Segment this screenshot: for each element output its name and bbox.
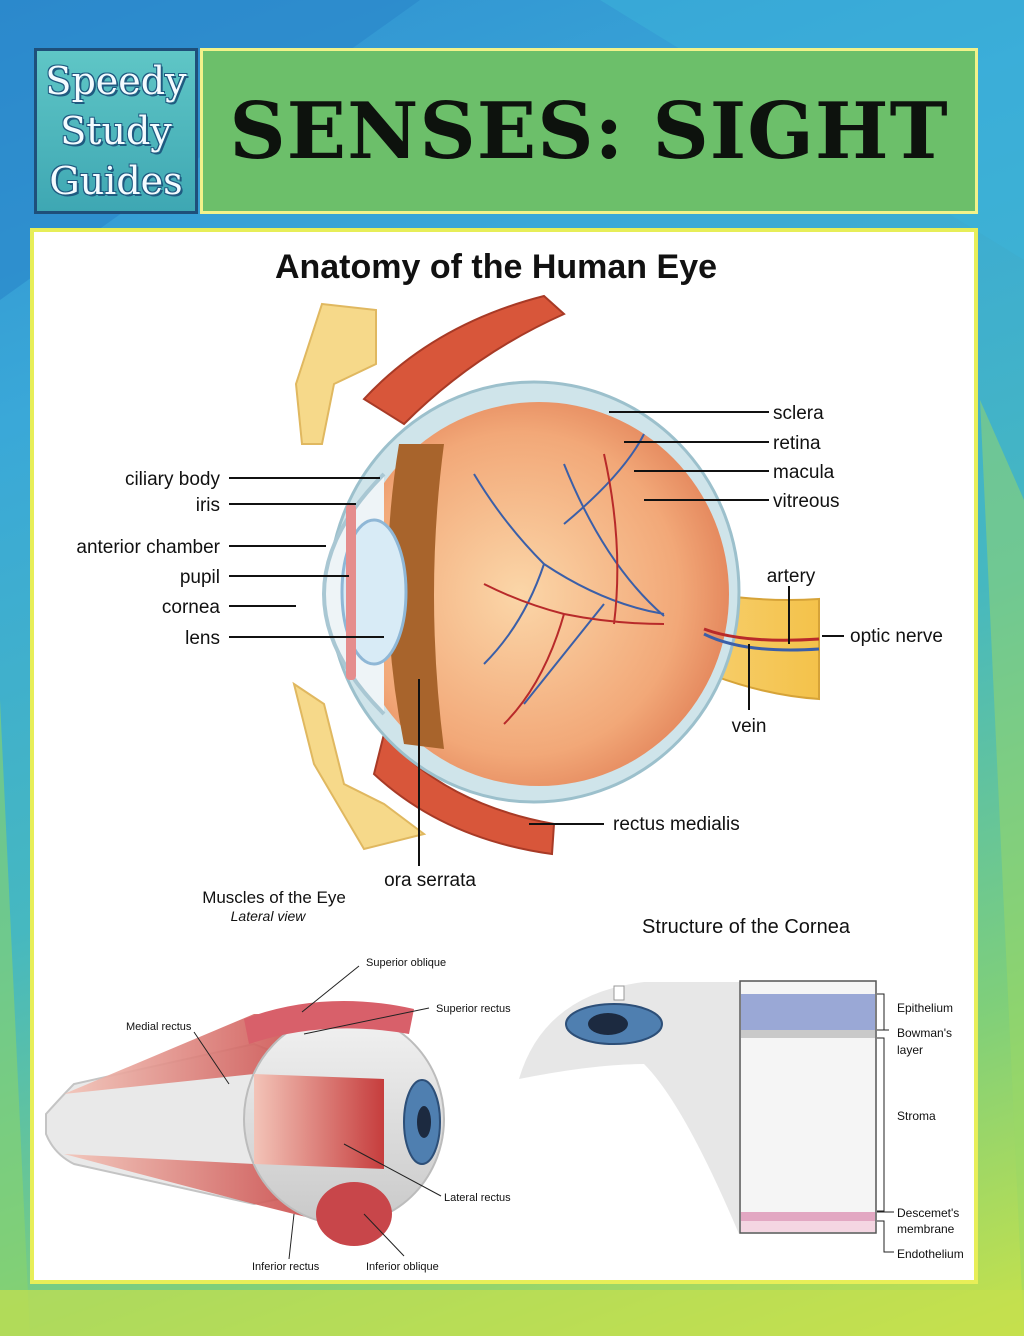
brand-line-3: Guides <box>49 159 183 203</box>
label-vitreous: vitreous <box>773 491 840 512</box>
eye-labels: ciliary body iris anterior chamber pupil… <box>76 403 943 891</box>
label-superior-oblique: Superior oblique <box>366 957 446 969</box>
muscle-labels: Superior oblique Superior rectus Medial … <box>126 957 511 1273</box>
label-bowmans-layer-line2: layer <box>897 1043 923 1057</box>
eye-muscles-illustration <box>45 1001 445 1246</box>
brand-line-1: Speedy <box>45 59 187 103</box>
cover-title: SENSES: SIGHT <box>229 85 949 177</box>
label-iris: iris <box>196 495 220 516</box>
content-panel: Anatomy of the Human Eye <box>30 228 978 1284</box>
label-macula: macula <box>773 462 835 483</box>
eye-cross-section <box>292 294 820 856</box>
label-stroma: Stroma <box>897 1109 936 1123</box>
muscles-title: Muscles of the Eye <box>202 888 346 907</box>
label-sclera: sclera <box>773 403 824 424</box>
label-lateral-rectus: Lateral rectus <box>444 1192 511 1204</box>
label-inferior-rectus: Inferior rectus <box>252 1261 320 1273</box>
cornea-title: Structure of the Cornea <box>642 916 851 938</box>
label-medial-rectus: Medial rectus <box>126 1021 192 1033</box>
label-rectus-medialis: rectus medialis <box>613 814 740 835</box>
brand-line-2: Study <box>60 109 172 153</box>
label-cornea: cornea <box>162 597 221 618</box>
diagram-canvas: Anatomy of the Human Eye <box>45 248 964 1273</box>
label-descemets-line1: Descemet's <box>897 1206 959 1220</box>
label-descemets-line2: membrane <box>897 1222 955 1236</box>
eye-diagram-title: Anatomy of the Human Eye <box>275 248 717 286</box>
label-anterior-chamber: anterior chamber <box>76 537 220 558</box>
label-lens: lens <box>185 628 220 649</box>
cornea-illustration <box>519 980 877 1234</box>
label-retina: retina <box>773 433 821 454</box>
cornea-brackets <box>877 993 894 1253</box>
label-artery: artery <box>767 566 816 587</box>
brand-logo: Speedy Study Guides <box>34 48 198 214</box>
label-bowmans-layer-line1: Bowman's <box>897 1026 952 1040</box>
label-ciliary-body: ciliary body <box>125 469 221 490</box>
label-ora-serrata: ora serrata <box>384 870 476 891</box>
label-superior-rectus: Superior rectus <box>436 1003 511 1015</box>
label-epithelium: Epithelium <box>897 1001 953 1015</box>
label-optic-nerve: optic nerve <box>850 626 943 647</box>
label-endothelium: Endothelium <box>897 1247 964 1261</box>
cover-title-bar: SENSES: SIGHT <box>200 48 978 214</box>
cornea-labels: Epithelium Bowman's layer Stroma Desceme… <box>897 1001 964 1261</box>
label-inferior-oblique: Inferior oblique <box>366 1261 439 1273</box>
eye-leader-lines <box>229 411 844 866</box>
label-vein: vein <box>732 716 767 737</box>
muscle-leader-lines <box>193 965 442 1260</box>
label-pupil: pupil <box>180 567 220 588</box>
muscles-subtitle: Lateral view <box>231 908 307 924</box>
